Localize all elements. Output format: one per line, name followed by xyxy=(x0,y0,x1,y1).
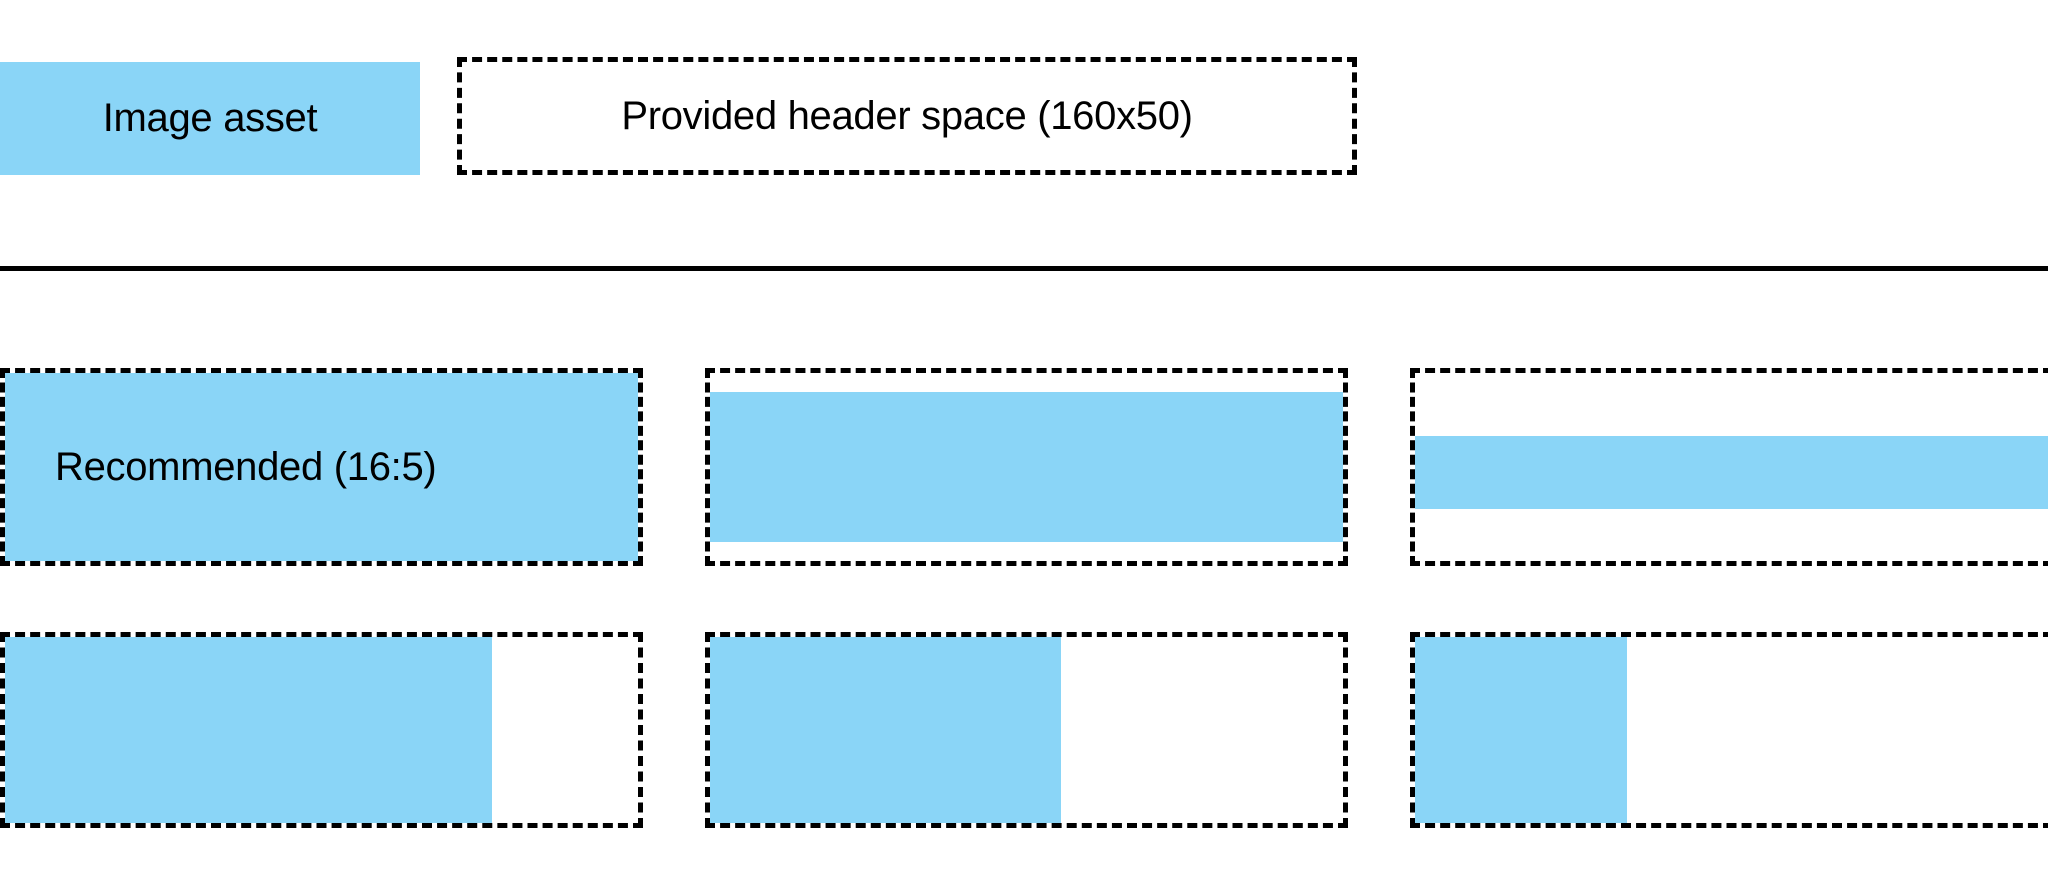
asset-fill-width-55 xyxy=(710,637,1062,823)
asset-fill-inset-vertical xyxy=(710,392,1343,542)
image-asset-legend-label: Image asset xyxy=(102,96,318,140)
image-asset-legend-chip: Image asset xyxy=(0,62,420,175)
asset-fill-full xyxy=(5,373,638,561)
specimen-row-narrow xyxy=(0,632,2048,828)
asset-fill-width-77 xyxy=(5,637,493,823)
specimen-pillarboxed-wide xyxy=(0,632,643,828)
asset-fill-thin-band xyxy=(1415,436,2048,509)
specimen-pillarboxed-narrow xyxy=(1410,632,2048,828)
specimen-thin-horizontal-band xyxy=(1410,368,2048,566)
specimen-recommended-16-5: Recommended (16:5) xyxy=(0,368,643,566)
specimen-letterboxed-vertical-inset xyxy=(705,368,1348,566)
section-divider xyxy=(0,266,2048,271)
specimen-caption-recommended: Recommended (16:5) xyxy=(55,444,437,489)
specimen-grid: Recommended (16:5) xyxy=(0,368,2048,828)
specimen-pillarboxed-medium xyxy=(705,632,1348,828)
header-region: Image asset Provided header space (160x5… xyxy=(0,0,2048,268)
provided-header-space-label: Provided header space (160x50) xyxy=(621,93,1193,138)
specimen-row-recommended: Recommended (16:5) xyxy=(0,368,2048,566)
provided-header-space-box: Provided header space (160x50) xyxy=(457,57,1357,175)
asset-fill-width-33 xyxy=(1415,637,1628,823)
